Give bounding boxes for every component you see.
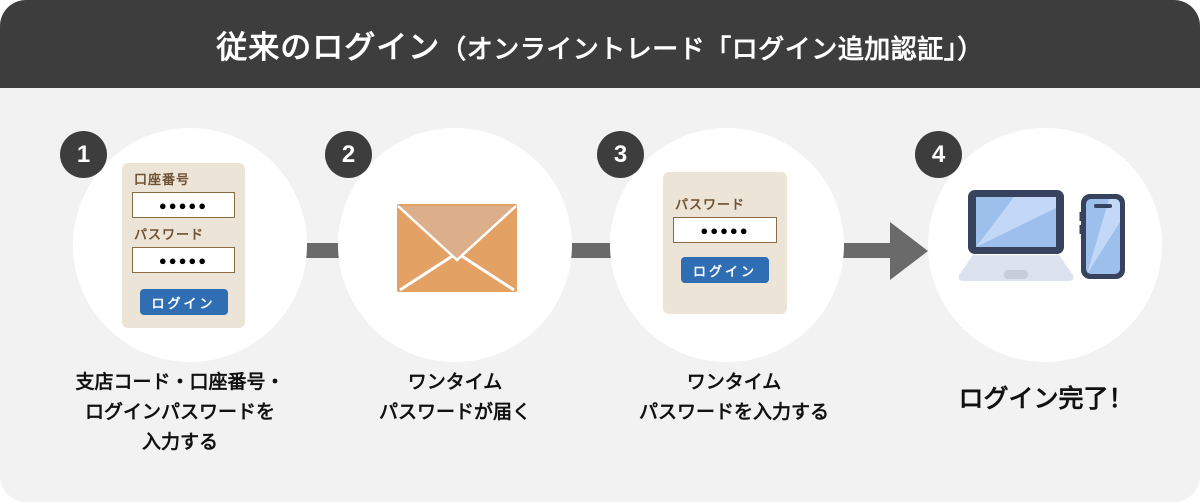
account-number-value: ●●●●●	[158, 197, 209, 213]
login-password-value: ●●●●●	[158, 252, 209, 268]
step-1-login-form: 口座番号 ●●●●● パスワード ●●●●● ログイン	[122, 163, 245, 328]
caption-line: ワンタイム	[686, 372, 782, 393]
arrow-shaft	[838, 243, 892, 258]
step-1-caption: 支店コード・口座番号・ ログインパスワードを 入力する	[30, 368, 330, 458]
otp-password-value: ●●●●●	[700, 222, 750, 238]
step-4-caption: ログイン完了！	[896, 382, 1196, 416]
step-4-badge: 4	[915, 131, 962, 178]
connector-step2-step3	[571, 243, 613, 258]
step-2-caption: ワンタイム パスワードが届く	[305, 368, 605, 428]
envelope-icon	[397, 204, 517, 292]
caption-line: 支店コード・口座番号・	[75, 372, 285, 393]
caption-line: 入力する	[141, 432, 218, 453]
step-3-circle: 3 パスワード ●●●●● ログイン	[597, 128, 844, 362]
step-3-otp-form: パスワード ●●●●● ログイン	[663, 172, 787, 314]
laptop-phone-icon	[958, 190, 1125, 281]
step-2-circle: 2	[325, 128, 572, 362]
login-password-input[interactable]: ●●●●●	[132, 247, 235, 273]
account-number-input[interactable]: ●●●●●	[132, 192, 235, 218]
caption-line: ログインパスワードを	[84, 402, 275, 423]
login-password-label: パスワード	[134, 227, 205, 242]
title-main: 従来のログイン	[216, 29, 441, 65]
otp-login-button[interactable]: ログイン	[681, 257, 769, 283]
step-2-badge: 2	[325, 131, 372, 178]
caption-line: ログイン完了！	[958, 385, 1134, 413]
step-3-badge: 3	[597, 131, 644, 178]
header: 従来のログイン （オンライントレード「ログイン追加認証」）	[0, 0, 1200, 88]
caption-line: パスワードが届く	[378, 402, 531, 423]
page-title: 従来のログイン （オンライントレード「ログイン追加認証」）	[216, 22, 984, 67]
login-button[interactable]: ログイン	[139, 289, 228, 315]
otp-password-input[interactable]: ●●●●●	[673, 217, 777, 243]
caption-line: パスワードを入力する	[638, 402, 829, 423]
account-number-label: 口座番号	[134, 172, 191, 187]
step-1-badge: 1	[60, 131, 107, 178]
step-4-circle: 4	[915, 128, 1162, 362]
step-3-caption: ワンタイム パスワードを入力する	[584, 368, 884, 428]
arrow-head-icon	[890, 222, 928, 280]
connector-step1-step2	[300, 243, 342, 258]
step-1-circle: 1 口座番号 ●●●●● パスワード ●●●●● ログイン	[60, 128, 307, 362]
caption-line: ワンタイム	[407, 372, 503, 393]
title-sub: （オンライントレード「ログイン追加認証」）	[440, 33, 984, 64]
otp-password-label: パスワード	[675, 197, 746, 212]
